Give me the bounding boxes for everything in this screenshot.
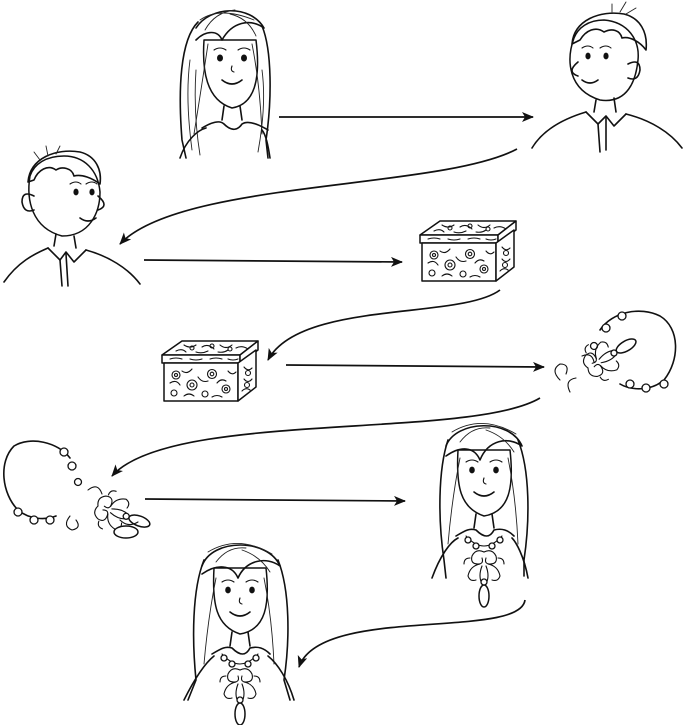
gift-box-2	[161, 340, 259, 402]
necklace-2	[3, 440, 158, 545]
arrow-boy-to-box	[143, 256, 403, 267]
girl-necklace-bottom-figure	[183, 543, 295, 725]
arrow-necklace-to-girl	[144, 495, 406, 506]
arrow-box-to-box	[267, 289, 501, 361]
girl-necklace-right-figure	[431, 423, 529, 608]
gift-box-1	[419, 220, 517, 282]
girl-top-figure	[179, 9, 271, 159]
arrow-necklace-to-necklace	[111, 397, 541, 477]
arrow-boy-to-boy-left	[119, 148, 518, 245]
flow-arrows	[111, 112, 545, 668]
arrow-girl-to-girl	[297, 599, 526, 668]
arrow-box-to-necklace	[285, 361, 545, 372]
boy-top-right-figure	[531, 1, 683, 153]
boy-left-figure	[3, 145, 141, 287]
necklace-1	[554, 310, 677, 393]
